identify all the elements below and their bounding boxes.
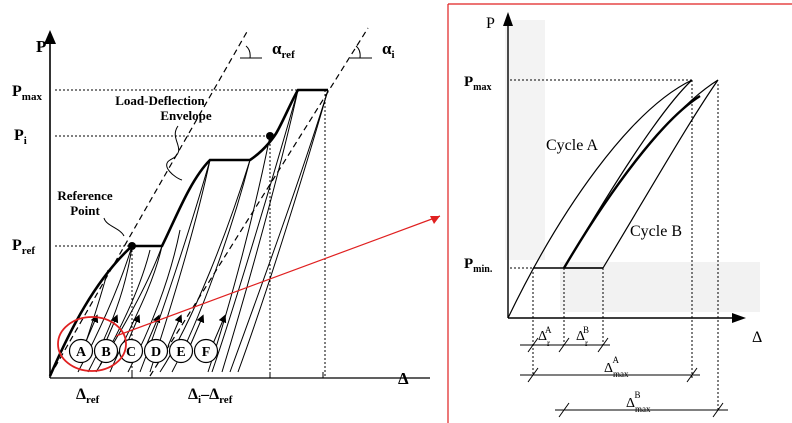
alpha-i-secant: [149, 27, 369, 377]
cycle-circle-a: [68, 338, 94, 364]
left-panel: P Δ Pmax Pi Pref αref αi Load-Deflection…: [12, 27, 430, 406]
zoom-connector-arrowhead: [430, 216, 440, 224]
cycle-a-label: Cycle A: [546, 137, 598, 154]
right-delta-axis-label: Δ: [752, 329, 762, 346]
reference-label-line1: Reference: [57, 188, 113, 203]
reference-label-line2: Point: [70, 203, 100, 218]
cycle-label-c: C: [126, 345, 136, 360]
shade-top: [505, 20, 545, 260]
delta-i-minus-ref-label: Δi–Δref: [188, 386, 233, 406]
cycle-loops: [77, 89, 329, 373]
highlight-ellipse: [57, 316, 127, 372]
alpha-ref-secant: [49, 29, 249, 377]
alpha-ref-label: αref: [272, 39, 295, 61]
cycle-label-e: E: [176, 345, 185, 360]
left-ticks: [131, 372, 324, 378]
left-p-axis-label: P: [36, 37, 46, 56]
alpha-i-angle: [350, 45, 372, 59]
right-pmax-label: Pmax: [464, 74, 492, 93]
cycle-a-loop: [507, 79, 693, 319]
dimension-lines: [520, 337, 728, 418]
delta-bmax-label: ΔmaxB: [626, 390, 651, 414]
envelope-label-line2: Envelope: [160, 108, 212, 123]
zoom-connector-line: [115, 215, 441, 337]
pi-point-dot: [266, 132, 274, 140]
cycle-label-b: B: [101, 345, 110, 360]
right-delta-axis-arrow: [732, 313, 746, 323]
cycle-b-label: Cycle B: [630, 223, 682, 240]
right-p-axis-arrow: [503, 12, 513, 26]
left-pi-label: Pi: [14, 127, 27, 147]
right-panel: P Δ Pmax Pmin. Cycle A Cycle B ΔrA ΔrB Δ…: [447, 3, 792, 423]
shade-bottom: [560, 262, 760, 312]
left-pmax-label: Pmax: [12, 83, 42, 103]
load-deflection-envelope: [48, 88, 328, 377]
envelope-pointer: [166, 125, 183, 181]
cycle-circle-b: [93, 338, 119, 364]
envelope-label-line1: Load-Deflection: [115, 93, 205, 108]
reference-pointer: [103, 217, 125, 237]
left-p-axis-arrow: [44, 30, 56, 44]
cycle-circles: A B C D E F: [68, 338, 219, 364]
delta-br-label: ΔrB: [576, 325, 589, 348]
right-dotted-guides: [510, 79, 719, 410]
left-pref-label: Pref: [12, 237, 35, 257]
delta-ref-label: Δref: [76, 386, 100, 406]
right-p-axis-label: P: [486, 15, 495, 32]
alpha-i-label: αi: [382, 39, 395, 61]
delta-ar-label: ΔrA: [538, 325, 552, 348]
left-dotted-guides: [55, 89, 326, 378]
reference-point-dot: [128, 242, 136, 250]
cycle-circle-f: [193, 338, 219, 364]
delta-amax-label: ΔmaxA: [604, 355, 629, 379]
cycle-label-d: D: [151, 345, 161, 360]
cycle-b-reload-thick: [562, 94, 701, 269]
cycle-circle-d: [143, 338, 169, 364]
right-pmin-label: Pmin.: [464, 256, 493, 275]
cycle-circle-e: [168, 338, 194, 364]
cycle-label-a: A: [76, 345, 87, 360]
left-delta-axis-label: Δ: [398, 369, 409, 388]
alpha-ref-angle: [240, 45, 262, 59]
cycle-label-f: F: [202, 345, 211, 360]
